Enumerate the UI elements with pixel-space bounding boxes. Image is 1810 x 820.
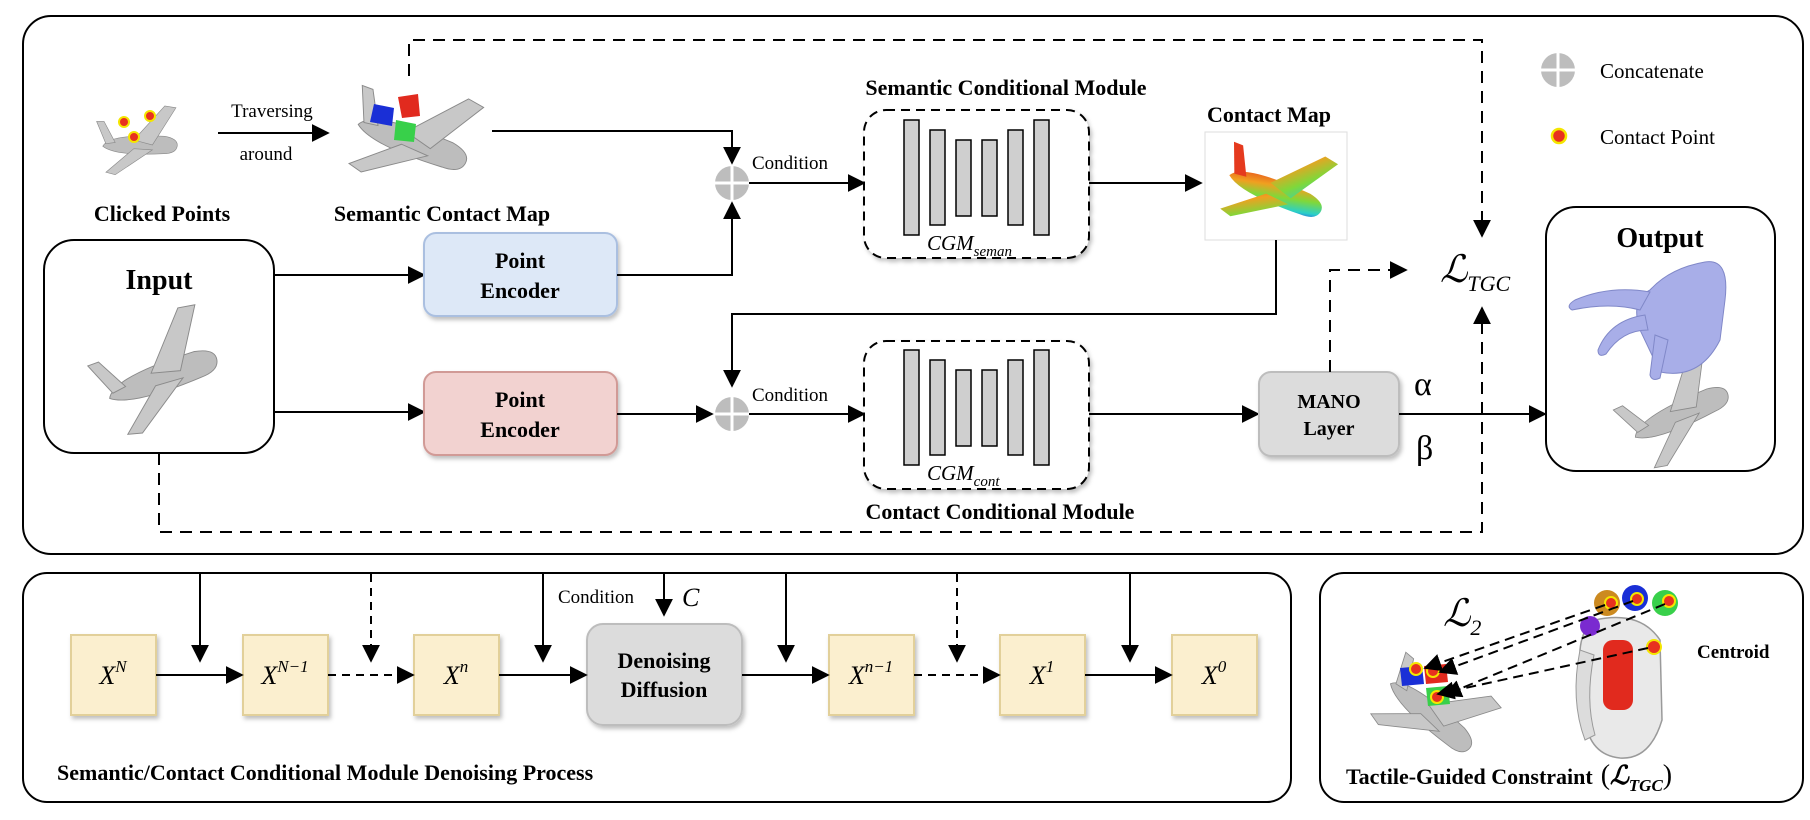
- encoder1-to-concat-arrow: [617, 201, 741, 276]
- contact-module-title: Contact Conditional Module: [866, 499, 1135, 524]
- alpha-label: α: [1414, 366, 1432, 403]
- clicked-points-label: Clicked Points: [94, 201, 231, 226]
- contact-module-layers: [903, 349, 1050, 466]
- point-encoder-contact: [423, 371, 618, 456]
- condition-label-1: Condition: [752, 153, 829, 174]
- cgm-cont-label: CGMcont: [927, 461, 1000, 490]
- tactile-panel: [1319, 572, 1804, 803]
- point-encoder-semantic: [423, 232, 618, 317]
- mano-to-loss-dashed: [1329, 261, 1408, 372]
- cgm-seman-label: CGMseman: [927, 231, 1012, 260]
- semantic-module-layers: [903, 119, 1050, 236]
- semantic-to-concat-arrow: [492, 130, 741, 165]
- tactile-hand-points: [1604, 592, 1676, 655]
- denoising-label-1: Denoising: [618, 648, 711, 673]
- top-dashed-line: [408, 39, 1491, 238]
- contact-module-box: [863, 340, 1090, 490]
- legend-concatenate-label: Concatenate: [1600, 59, 1704, 83]
- x-N-1-label: XN−1: [260, 657, 308, 690]
- output-hand: [1568, 261, 1727, 380]
- semantic-module-box: [863, 109, 1090, 259]
- ltgc-label: ℒTGC: [1440, 249, 1510, 296]
- x-n-1-box: [828, 634, 915, 716]
- tactile-dashed-arrows: [1423, 600, 1666, 700]
- denoising-diffusion-box: [586, 623, 743, 726]
- semantic-red-region: [398, 94, 420, 118]
- input-label: Input: [126, 265, 194, 296]
- denoise-c-label: C: [682, 583, 700, 612]
- denoise-condition-label: Condition: [558, 587, 635, 608]
- denoise-panel: [22, 572, 1292, 803]
- centroid-label: Centroid: [1697, 642, 1770, 663]
- x-N-box: [70, 634, 157, 716]
- mano-layer-box: [1258, 371, 1400, 457]
- tactile-caption: Tactile-Guided Constraint(ℒTGC): [1346, 760, 1672, 795]
- top-panel: [22, 15, 1804, 555]
- point-encoder-2-label-b: Encoder: [480, 417, 560, 442]
- point-encoder-2-label-a: Point: [495, 387, 546, 412]
- semantic-module-title: Semantic Conditional Module: [865, 75, 1146, 100]
- traversing-label-2: around: [240, 144, 293, 165]
- semantic-blue-region: [370, 104, 394, 126]
- x-N-1-box: [242, 634, 329, 716]
- legend-contact-point-icon: [1550, 127, 1568, 145]
- concat-icon-1: [715, 166, 749, 200]
- concat-icon-2: [715, 397, 749, 431]
- bottom-dashed-line: [158, 306, 1491, 533]
- tactile-hand: [1575, 585, 1678, 759]
- denoising-label-2: Diffusion: [621, 677, 708, 702]
- output-label: Output: [1616, 223, 1704, 254]
- contact-map-to-concat2-arrow: [723, 240, 1277, 388]
- legend-contact-point-label: Contact Point: [1600, 125, 1715, 149]
- x-0-label: X0: [1201, 657, 1227, 690]
- l2-label: ℒ2: [1443, 593, 1481, 640]
- semantic-contact-map-label: Semantic Contact Map: [334, 201, 550, 226]
- point-encoder-1-label-a: Point: [495, 248, 546, 273]
- denoise-caption: Semantic/Contact Conditional Module Deno…: [57, 760, 594, 785]
- semantic-green-region: [394, 120, 416, 142]
- x-n-label: Xn: [443, 657, 468, 690]
- point-encoder-1-label-b: Encoder: [480, 278, 560, 303]
- contact-map-label: Contact Map: [1207, 102, 1331, 127]
- contact-map-plane: [1220, 141, 1339, 217]
- traversing-label-1: Traversing: [231, 101, 313, 122]
- beta-label: β: [1416, 430, 1433, 467]
- condition-label-2: Condition: [752, 385, 829, 406]
- x-1-label: X1: [1029, 657, 1054, 690]
- clicked-contact-points: [118, 110, 156, 143]
- x-N-label: XN: [98, 657, 128, 690]
- x-n-1-label: Xn−1: [848, 657, 893, 690]
- mano-label-2: Layer: [1303, 418, 1354, 440]
- legend-concatenate-icon: [1541, 53, 1575, 87]
- mano-label-1: MANO: [1297, 391, 1360, 413]
- condition-arrows: [191, 574, 1139, 663]
